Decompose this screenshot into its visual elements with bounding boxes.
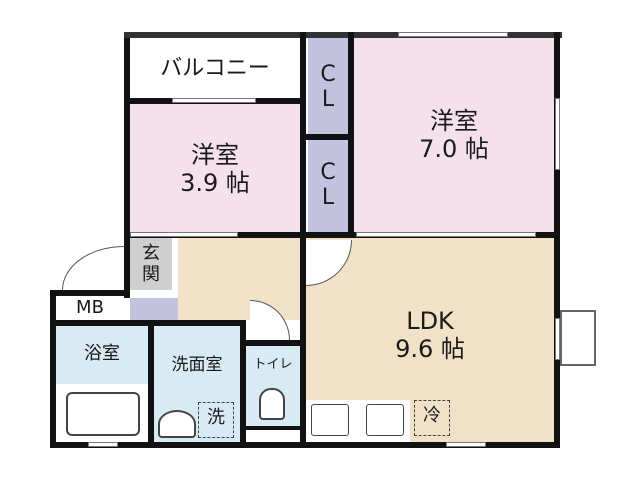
closet-top	[308, 38, 348, 134]
outdoor-unit	[560, 310, 596, 366]
closet-top-label: C L	[308, 62, 348, 113]
western-room-small-name: 洋室	[191, 141, 239, 169]
entrance-label: 玄関	[142, 243, 160, 285]
sliding-door-ldk	[356, 232, 536, 237]
ldk-name: LDK	[406, 307, 454, 335]
wall-top	[124, 32, 562, 38]
western-room-small-label: 洋室 3.9 帖	[130, 141, 300, 197]
fridge-label: 冷	[423, 405, 441, 426]
ldk-size: 9.6 帖	[395, 334, 465, 363]
hallway	[178, 238, 300, 320]
window-bath	[88, 442, 118, 447]
closet-mid-label-l: L	[321, 185, 335, 211]
wash-basin	[158, 410, 196, 438]
wall-mid-horizontal	[124, 232, 560, 238]
western-room-large-name: 洋室	[430, 107, 478, 135]
washer-space	[198, 402, 234, 438]
western-room-small-size: 3.9 帖	[180, 168, 250, 197]
meter-box	[56, 296, 124, 320]
western-room-large	[354, 38, 554, 232]
bathroom-label: 浴室	[84, 343, 120, 364]
closet-top-label-c: C	[320, 62, 336, 87]
ldk-label: LDK 9.6 帖	[306, 307, 554, 363]
stove-icon	[311, 404, 349, 436]
balcony-label: バルコニー	[160, 56, 270, 81]
wall-left-lower	[50, 290, 56, 448]
bathtub	[66, 392, 140, 436]
toilet-shelf	[246, 430, 300, 440]
wall-closet-divider	[306, 134, 348, 140]
wall-bath-wash	[148, 320, 154, 442]
wall-center-vertical	[300, 32, 306, 448]
closet-mid-label-c: C	[320, 160, 336, 185]
entrance-door-swing	[62, 246, 124, 290]
window-right-large	[555, 98, 560, 170]
sink-icon	[366, 404, 404, 436]
sliding-door-small-room	[130, 232, 238, 237]
meter-box-label: MB	[76, 297, 104, 318]
fridge-space	[414, 400, 450, 436]
shoe-cabinet	[130, 298, 184, 320]
washer-label: 洗	[207, 407, 225, 428]
western-room-small	[130, 104, 300, 232]
window-balcony	[172, 98, 256, 103]
wall-right	[554, 32, 560, 448]
western-room-large-size: 7.0 帖	[419, 134, 489, 163]
closet-mid-label: C L	[308, 160, 348, 211]
wall-mb-top	[50, 290, 130, 296]
entrance	[130, 238, 172, 290]
closet-mid	[308, 140, 348, 232]
window-top-large	[398, 32, 508, 37]
western-room-large-label: 洋室 7.0 帖	[354, 107, 554, 163]
wall-closet-right	[348, 32, 354, 238]
window-ldk-right	[555, 318, 560, 360]
toilet-label: トイレ	[253, 357, 293, 372]
balcony	[130, 38, 300, 98]
washroom-label: 洗面室	[171, 355, 223, 375]
bathroom	[56, 326, 148, 384]
wall-toilet-bottom	[246, 426, 300, 430]
wall-toilet-top	[246, 340, 300, 346]
wall-wash-toilet	[240, 320, 246, 442]
window-ldk-bottom	[446, 442, 486, 447]
toilet-fixture	[259, 388, 285, 420]
closet-top-label-l: L	[321, 87, 335, 113]
wall-top-left	[124, 32, 130, 298]
